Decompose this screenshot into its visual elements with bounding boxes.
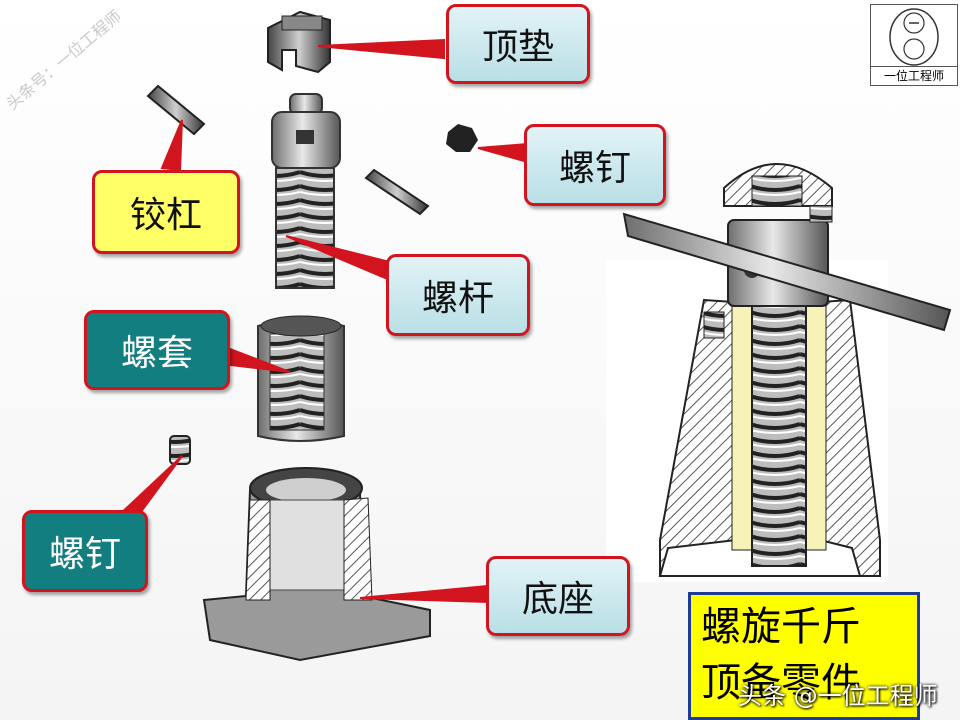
label-base: 底座 (486, 556, 630, 636)
label-base-text: 底座 (521, 579, 594, 620)
leader-lines (116, 38, 529, 604)
label-screw-rod: 螺杆 (386, 254, 530, 336)
label-screw-top-text: 螺钉 (558, 148, 631, 189)
label-screw-rod-text: 螺杆 (421, 278, 494, 319)
label-top-pad: 顶垫 (446, 4, 590, 84)
assembled-jack-section (606, 163, 952, 582)
caption-line-1: 螺旋千斤 (701, 604, 861, 650)
label-screw-sleeve: 螺套 (84, 310, 230, 390)
hinge-bar-mid-part (364, 168, 430, 216)
caption-line-2: 顶备零件 (701, 660, 861, 706)
logo-text: 一位工程师 (871, 66, 957, 85)
screw-top-part (446, 124, 478, 152)
top-pad-part (267, 10, 331, 74)
bottom-watermark: 头条 @一位工程师 (738, 682, 938, 710)
hinge-bar-left-part (146, 84, 206, 136)
label-screw-bottom: 螺钉 (22, 510, 148, 592)
label-hinge-bar-text: 铰杠 (129, 195, 202, 236)
label-screw-bottom-text: 螺钉 (48, 534, 121, 575)
logo: 一位工程师 (870, 4, 958, 86)
label-screw-sleeve-text: 螺套 (120, 333, 193, 374)
label-screw-top: 螺钉 (524, 124, 666, 206)
caption-box: 螺旋千斤 顶备零件 (688, 592, 920, 720)
label-hinge-bar: 铰杠 (92, 170, 240, 254)
screw-rod-part (271, 93, 341, 289)
logo-icon (889, 8, 939, 66)
screw-bottom-part (169, 435, 191, 465)
label-top-pad-text: 顶垫 (481, 27, 554, 68)
screw-sleeve-part (257, 315, 345, 442)
base-part (202, 467, 431, 662)
